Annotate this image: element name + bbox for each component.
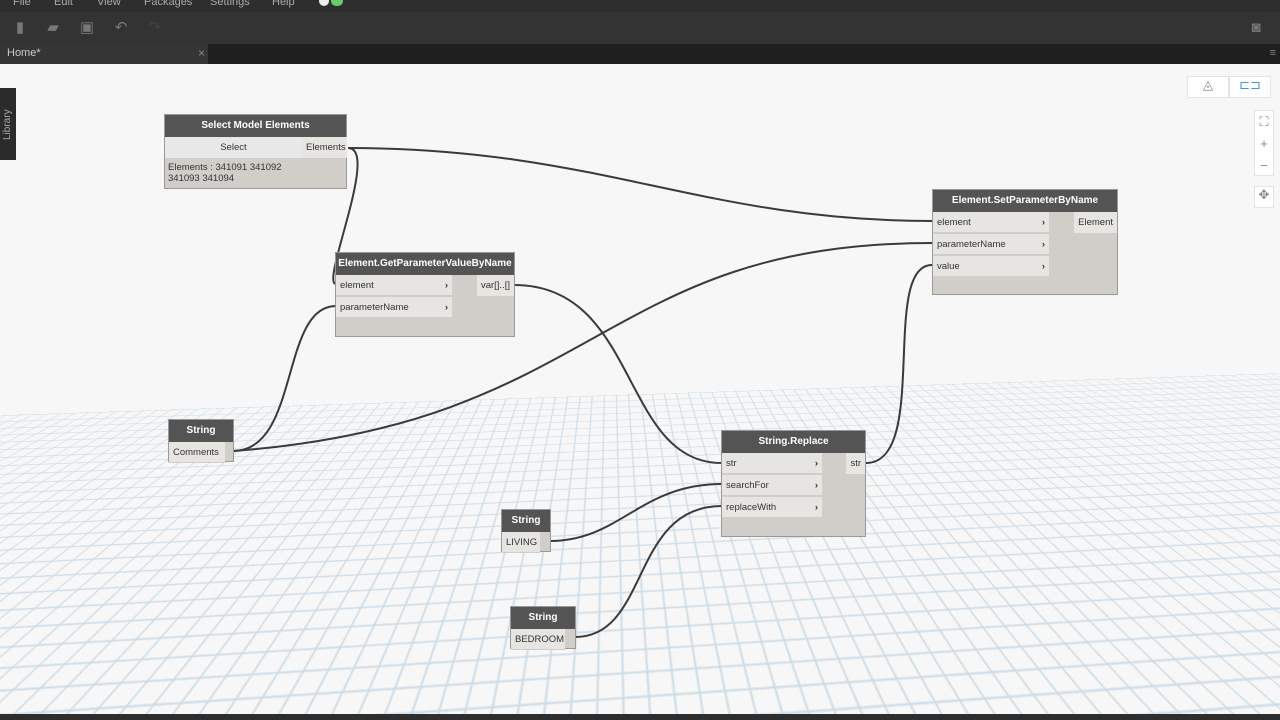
chevron-right-icon: › — [444, 280, 448, 291]
chevron-right-icon: › — [1041, 217, 1045, 228]
chevron-right-icon: › — [444, 302, 448, 313]
port-label: replaceWith — [726, 502, 777, 513]
input-port-element[interactable]: element › — [336, 275, 452, 296]
node-string-replace[interactable]: String.Replace str › searchFor › replaceWi… — [721, 430, 866, 537]
menu-file[interactable]: File — [13, 0, 31, 8]
node-get-parameter-value[interactable]: Element.GetParameterValueByName element ›… — [335, 252, 515, 337]
chevron-right-icon: › — [1041, 261, 1045, 272]
select-button[interactable]: Select — [165, 137, 302, 158]
close-icon[interactable]: × — [197, 46, 205, 60]
redo-icon[interactable]: ↷ — [148, 19, 162, 36]
menu-edit[interactable]: Edit — [54, 0, 73, 8]
graph-view-toggle[interactable]: ⊏⊐ — [1229, 76, 1271, 98]
node-title: Element.GetParameterValueByName — [336, 253, 514, 275]
new-file-icon[interactable]: ▮ — [15, 19, 25, 36]
node-string-bedroom[interactable]: String BEDROOM — [510, 606, 576, 650]
tab-label: Home* — [7, 47, 41, 59]
save-icon[interactable]: ▣ — [79, 19, 95, 36]
port-label: element — [340, 280, 374, 291]
node-string-comments[interactable]: String Comments — [168, 419, 234, 463]
port-label: value — [937, 261, 960, 272]
port-label: parameterName — [340, 302, 409, 313]
menu-view[interactable]: View — [97, 0, 121, 8]
node-preview: Elements : 341091 341092 341093 341094 — [168, 162, 282, 184]
chevron-right-icon: › — [814, 502, 818, 513]
output-port-elements[interactable]: Elements — [302, 137, 347, 158]
node-set-parameter-by-name[interactable]: Element.SetParameterByName element › para… — [932, 189, 1118, 295]
zoom-in-icon[interactable]: + — [1260, 136, 1268, 151]
port-label: element — [937, 217, 971, 228]
port-label: parameterName — [937, 239, 1006, 250]
tab-bar: Home* × ≡ — [0, 44, 1280, 64]
node-title: Element.SetParameterByName — [933, 190, 1117, 212]
toolbar: ▮ ▰ ▣ ↶ ↷ ◙ — [0, 12, 1280, 44]
input-port-parametername[interactable]: parameterName › — [933, 234, 1049, 255]
input-port-element[interactable]: element › — [933, 212, 1049, 233]
string-value-input[interactable]: Comments — [169, 442, 225, 463]
chevron-right-icon: › — [814, 458, 818, 469]
node-select-model-elements[interactable]: Select Model Elements Select Elements El… — [164, 114, 347, 189]
undo-icon[interactable]: ↶ — [114, 19, 128, 36]
library-panel-toggle[interactable]: Library — [0, 88, 16, 160]
node-string-living[interactable]: String LIVING — [501, 509, 551, 553]
output-port-str[interactable]: str — [846, 453, 865, 474]
status-icon[interactable] — [331, 0, 343, 6]
menu-bar: File Edit View Packages Settings Help — [0, 0, 1280, 12]
menu-packages[interactable]: Packages — [144, 0, 193, 8]
input-port-parametername[interactable]: parameterName › — [336, 297, 452, 318]
wire — [347, 147, 933, 222]
node-title: String — [169, 420, 233, 442]
input-port-value[interactable]: value › — [933, 256, 1049, 277]
input-port-str[interactable]: str › — [722, 453, 822, 474]
menu-icon[interactable]: ≡ — [1269, 47, 1276, 59]
menu-settings[interactable]: Settings — [210, 0, 250, 8]
open-icon[interactable]: ▰ — [47, 19, 59, 36]
status-bar — [0, 714, 1280, 720]
output-port-var[interactable]: var[]..[] — [476, 275, 514, 296]
input-port-searchfor[interactable]: searchFor › — [722, 475, 822, 496]
input-port-replacewith[interactable]: replaceWith › — [722, 497, 822, 518]
pan-icon[interactable]: ✥ — [1254, 186, 1274, 208]
string-value-input[interactable]: LIVING — [502, 532, 540, 553]
library-label: Library — [2, 109, 13, 140]
string-value-input[interactable]: BEDROOM — [511, 629, 565, 650]
chevron-right-icon: › — [1041, 239, 1045, 250]
chevron-right-icon: › — [814, 480, 818, 491]
tab-home[interactable]: Home* × — [0, 44, 208, 64]
geometry-view-toggle[interactable]: ◬ — [1187, 76, 1229, 98]
fit-view-icon[interactable]: ⛶ — [1259, 114, 1269, 129]
node-title: String — [511, 607, 575, 629]
port-label: str — [726, 458, 737, 469]
zoom-out-icon[interactable]: − — [1260, 158, 1268, 173]
node-title: String.Replace — [722, 431, 865, 453]
port-label: searchFor — [726, 480, 769, 491]
zoom-controls: ⛶ + − — [1254, 110, 1274, 176]
menu-help[interactable]: Help — [272, 0, 295, 8]
notification-icon[interactable] — [319, 0, 329, 6]
output-port-element[interactable]: Element — [1074, 212, 1117, 233]
node-title: Select Model Elements — [165, 115, 346, 137]
node-title: String — [502, 510, 550, 532]
workspace-canvas[interactable]: Select Model Elements Select Elements El… — [0, 64, 1280, 714]
camera-icon[interactable]: ◙ — [1251, 19, 1261, 36]
